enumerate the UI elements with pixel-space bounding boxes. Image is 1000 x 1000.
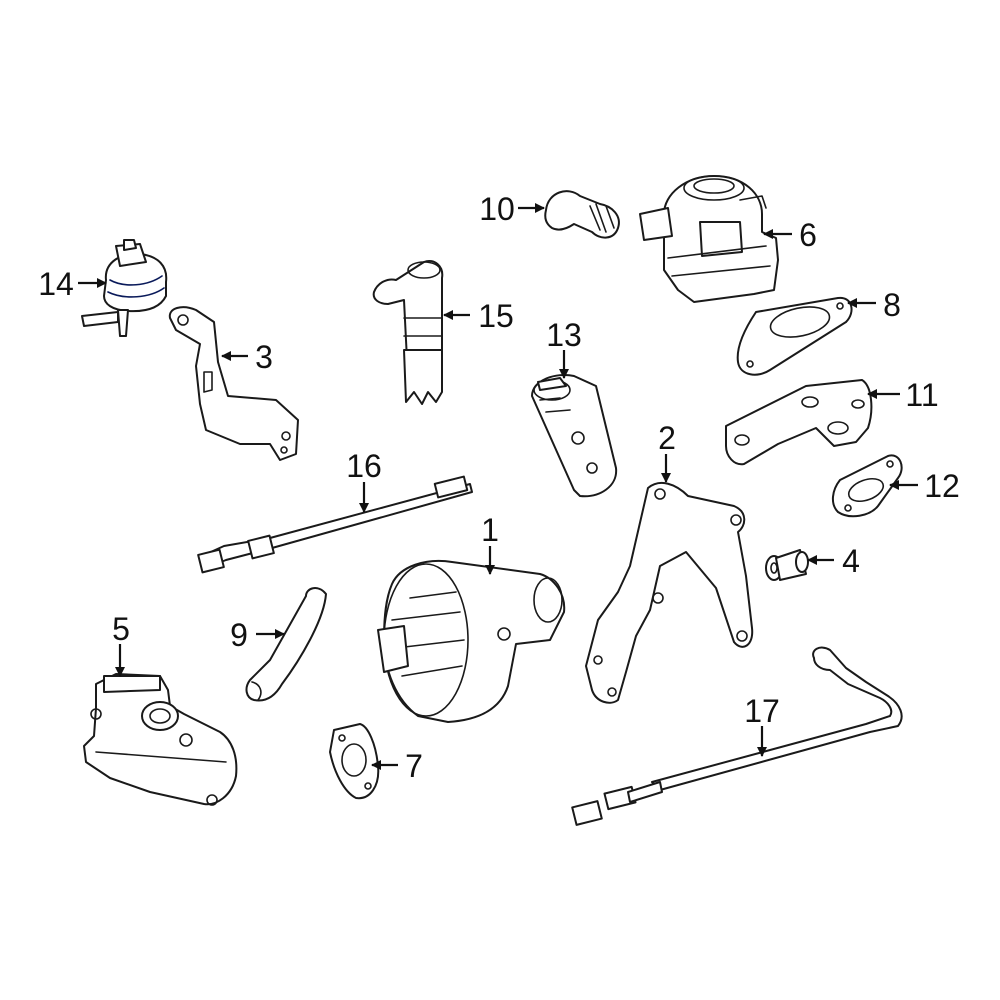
part-2-bracket[interactable] bbox=[585, 481, 754, 704]
callout-17[interactable]: 17 bbox=[744, 693, 780, 729]
part-15-pipe[interactable] bbox=[372, 260, 444, 405]
part-3-bracket[interactable] bbox=[168, 306, 299, 461]
leader-lines bbox=[78, 203, 918, 770]
callout-11[interactable]: 11 bbox=[905, 377, 938, 413]
callout-10[interactable]: 10 bbox=[479, 191, 515, 227]
callout-3[interactable]: 3 bbox=[255, 339, 273, 375]
part-16-sensor[interactable] bbox=[197, 475, 473, 574]
part-11-pipe-flange[interactable] bbox=[725, 379, 873, 466]
callout-labels: 1 2 3 4 5 6 7 8 9 10 11 12 13 14 15 16 1… bbox=[38, 191, 960, 784]
callout-1[interactable]: 1 bbox=[481, 512, 499, 548]
part-17-sensor[interactable] bbox=[571, 646, 903, 826]
callout-15[interactable]: 15 bbox=[478, 298, 514, 334]
part-13-cylinder[interactable] bbox=[531, 374, 618, 498]
callout-7[interactable]: 7 bbox=[405, 748, 423, 784]
callout-5[interactable]: 5 bbox=[112, 611, 130, 647]
callout-13[interactable]: 13 bbox=[546, 317, 582, 353]
callout-14[interactable]: 14 bbox=[38, 266, 74, 302]
part-6-egr-valve[interactable] bbox=[639, 175, 779, 303]
callout-6[interactable]: 6 bbox=[799, 217, 817, 253]
part-9-hose[interactable] bbox=[245, 587, 327, 702]
part-10-hose[interactable] bbox=[544, 190, 620, 239]
part-4-grommet[interactable] bbox=[765, 549, 809, 581]
callout-8[interactable]: 8 bbox=[883, 287, 901, 323]
part-14-solenoid-valve[interactable] bbox=[81, 239, 168, 337]
callout-12[interactable]: 12 bbox=[924, 468, 960, 504]
callout-9[interactable]: 9 bbox=[230, 617, 248, 653]
part-8-gasket[interactable] bbox=[736, 296, 853, 376]
part-12-gasket[interactable] bbox=[832, 454, 903, 518]
callout-4[interactable]: 4 bbox=[842, 543, 860, 579]
callout-16[interactable]: 16 bbox=[346, 448, 382, 484]
part-1-air-pump[interactable] bbox=[377, 560, 566, 723]
part-7-gasket[interactable] bbox=[329, 723, 380, 800]
callout-2[interactable]: 2 bbox=[658, 420, 676, 456]
part-5-valve-assembly[interactable] bbox=[83, 673, 238, 806]
